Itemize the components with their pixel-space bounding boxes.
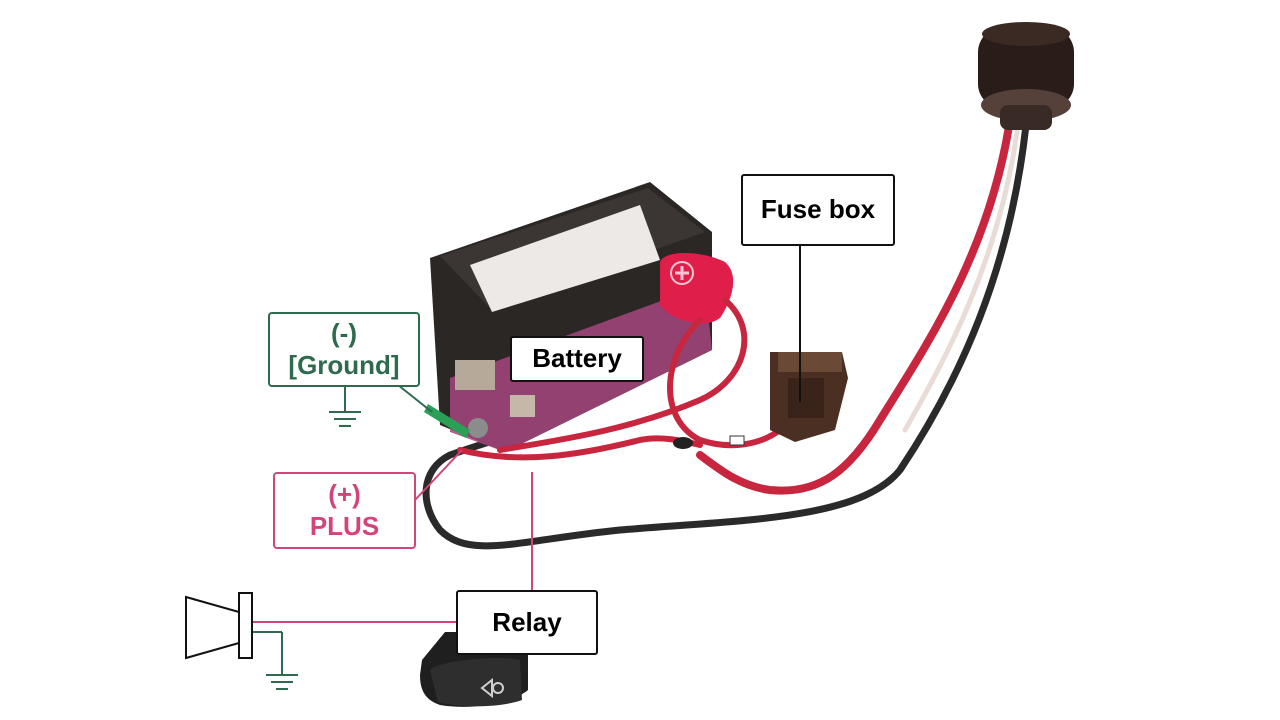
relay-label-text: Relay (492, 606, 562, 637)
horn-speaker-icon (185, 592, 253, 660)
red-wire-terminal-to-fusebox (667, 317, 783, 449)
negative-terminal-clip (424, 404, 488, 438)
ground-label: (-) [Ground] (268, 312, 420, 387)
ground-sign: (-) (331, 318, 357, 349)
horn-icon (480, 677, 504, 699)
ground-symbol-icon (266, 674, 298, 690)
plus-name: PLUS (309, 510, 380, 541)
fuse-box-label: Fuse box (741, 174, 895, 246)
fuse-box-label-text: Fuse box (760, 194, 876, 225)
fuse-box (770, 352, 848, 442)
battery-label-text: Battery (532, 343, 622, 374)
battery-label: Battery (510, 336, 644, 382)
socket-connector (978, 22, 1074, 130)
relay-label: Relay (456, 590, 598, 655)
ground-name: [Ground] (288, 349, 400, 380)
ground-symbol-icon (329, 411, 361, 427)
white-wire (902, 122, 1021, 433)
plus-label: (+) PLUS (273, 472, 416, 549)
positive-terminal-cap (660, 253, 734, 324)
wire-tag (729, 435, 745, 446)
ground-pointer-line (397, 384, 433, 413)
black-wire-socket-loop (422, 121, 1030, 550)
red-wire-terminal-loop (497, 297, 748, 453)
inline-fuse-holder (673, 437, 693, 449)
plus-pointer-line (414, 449, 463, 501)
plus-sign: (+) (328, 479, 361, 510)
red-wire-socket-to-fusebox (696, 116, 1014, 495)
